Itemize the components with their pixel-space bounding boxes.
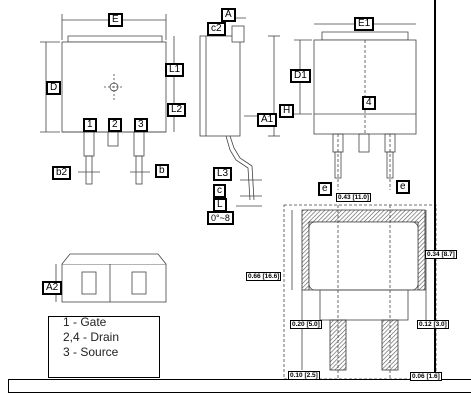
dim-label-b2: b2 — [52, 166, 72, 180]
footprint-left-mid-label: 0.20 [5.0] — [290, 320, 322, 329]
footprint-right-mid-label: 0.12 [3.0] — [417, 320, 449, 329]
frame-bottom-bar — [8, 379, 471, 393]
footprint-bottom-left-label: 0.10 [2.5] — [288, 371, 320, 380]
dim-label-l: L — [213, 198, 227, 212]
dim-label-tab-4: 4 — [362, 96, 376, 110]
legend-gate: 1 - Gate — [63, 315, 107, 329]
legend-drain: 2,4 - Drain — [63, 330, 120, 344]
pin-label-1: 1 — [83, 118, 97, 132]
pin-legend: 1 - Gate 2,4 - Drain 3 - Source — [48, 315, 160, 378]
footprint-left-height-label: 0.66 [16.6] — [246, 272, 282, 281]
dim-label-c2: c2 — [207, 22, 226, 36]
frame-border — [434, 0, 436, 393]
footprint-right-top-label: 0.34 [8.7] — [425, 250, 457, 259]
footprint-view — [283, 204, 437, 380]
dim-label-b: b — [155, 164, 169, 178]
footprint-width-label: 0.43 [11.0] — [336, 193, 372, 202]
dim-label-l3: L3 — [213, 167, 233, 181]
dim-label-l2: L2 — [167, 103, 187, 117]
dim-label-e1: E1 — [354, 17, 375, 31]
legend-source: 3 - Source — [63, 345, 119, 359]
back-view — [294, 23, 417, 190]
dim-label-angle: 0°~8 — [207, 211, 234, 225]
end-view — [55, 253, 167, 303]
dim-label-l1: L1 — [165, 63, 185, 77]
front-view — [40, 14, 175, 185]
pin-label-3: 3 — [134, 118, 148, 132]
dim-label-a: A — [221, 8, 236, 22]
side-view — [199, 17, 280, 207]
footprint-bottom-right-label: 0.06 [1.6] — [410, 372, 442, 381]
dim-label-a2: A2 — [42, 281, 63, 295]
dim-label-c: c — [213, 184, 226, 198]
dim-label-a1: A1 — [257, 113, 278, 127]
dim-label-e-right: e — [396, 180, 410, 194]
pin-label-2: 2 — [108, 118, 122, 132]
dim-label-d: D — [46, 81, 62, 95]
dim-label-h: H — [279, 104, 295, 118]
dim-label-d1: D1 — [290, 69, 311, 83]
dim-label-e-left: e — [318, 182, 332, 196]
dim-label-e: E — [108, 13, 123, 27]
